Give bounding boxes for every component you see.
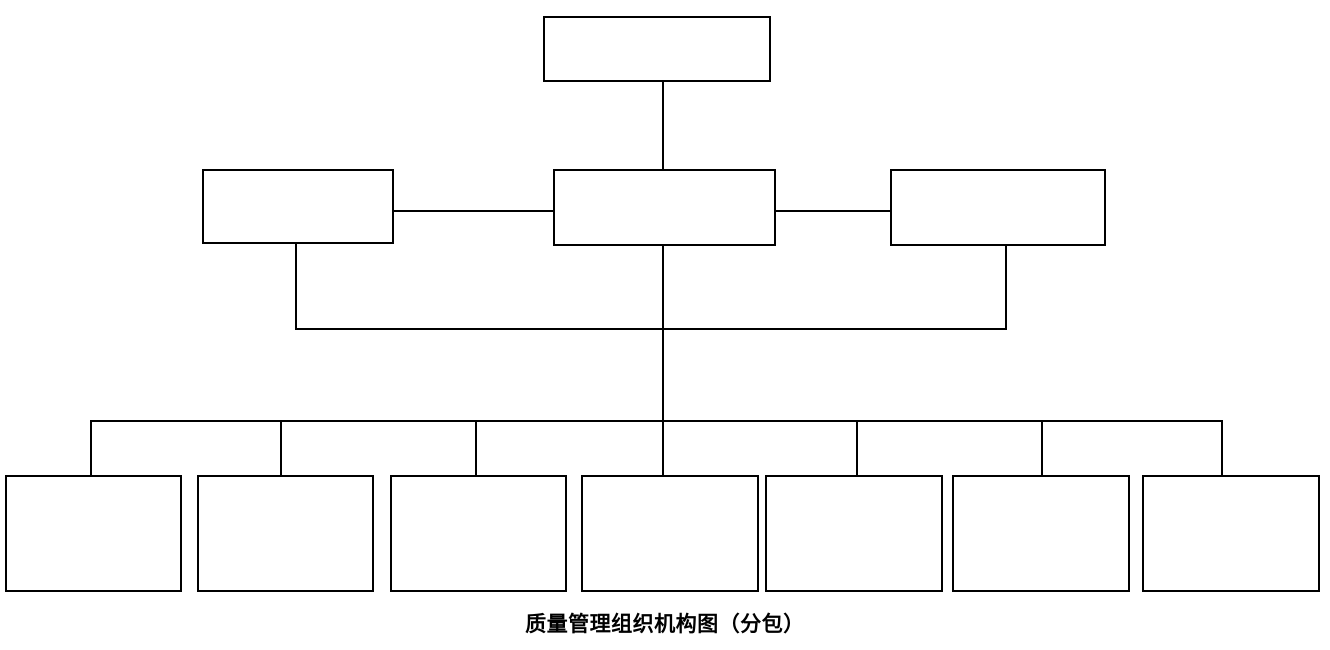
connector-top-to-center	[662, 82, 664, 169]
connector-drop-leaf-1	[90, 420, 92, 476]
org-node-mid-right[interactable]	[890, 169, 1106, 246]
org-node-leaf-4[interactable]	[581, 475, 759, 592]
org-node-top-1-label	[545, 18, 769, 80]
connector-drop-leaf-3	[475, 420, 477, 476]
org-node-leaf-6[interactable]	[952, 475, 1130, 592]
org-node-leaf-5[interactable]	[765, 475, 943, 592]
org-node-leaf-1-label	[7, 477, 180, 590]
connector-midleft-descender	[295, 244, 297, 330]
org-node-mid-right-label	[892, 171, 1104, 244]
connector-drop-leaf-5	[856, 420, 858, 476]
org-node-top-1[interactable]	[543, 16, 771, 82]
connector-drop-leaf-2	[280, 420, 282, 476]
org-node-leaf-2[interactable]	[197, 475, 374, 592]
org-node-leaf-7[interactable]	[1142, 475, 1320, 592]
org-node-leaf-1[interactable]	[5, 475, 182, 592]
org-node-leaf-4-label	[583, 477, 757, 590]
connector-drop-leaf-7	[1221, 420, 1223, 476]
connector-drop-leaf-6	[1041, 420, 1043, 476]
diagram-caption: 质量管理组织机构图（分包）	[525, 612, 805, 636]
org-node-leaf-3-label	[392, 477, 565, 590]
connector-lower-tie-bar	[295, 328, 1007, 330]
connector-midcenter-to-midright	[776, 210, 890, 212]
org-node-mid-left-label	[204, 171, 392, 242]
connector-midleft-to-midcenter	[394, 210, 553, 212]
org-node-leaf-2-label	[199, 477, 372, 590]
connector-midright-descender	[1005, 246, 1007, 330]
org-node-leaf-7-label	[1144, 477, 1318, 590]
org-node-leaf-5-label	[767, 477, 941, 590]
org-node-leaf-3[interactable]	[390, 475, 567, 592]
org-node-mid-center-label	[555, 171, 774, 244]
connector-distribution-bar	[91, 420, 1222, 422]
org-node-mid-left[interactable]	[202, 169, 394, 244]
org-node-leaf-6-label	[954, 477, 1128, 590]
org-node-mid-center[interactable]	[553, 169, 776, 246]
connector-drop-leaf-4	[662, 420, 664, 476]
connector-center-spine	[662, 246, 664, 422]
